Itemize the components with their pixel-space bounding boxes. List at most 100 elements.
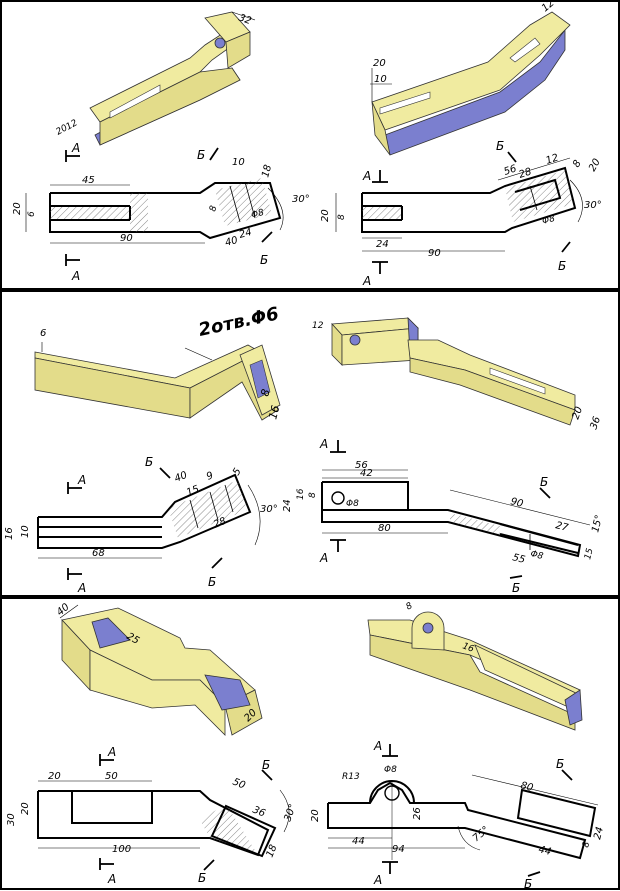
svg-text:30°: 30° bbox=[292, 194, 310, 205]
panel2-drawing-left: 16 10 68 40 15 9 5 28 30° А А Б Б bbox=[4, 455, 278, 595]
svg-text:Б: Б bbox=[145, 455, 153, 469]
panel-1-border bbox=[0, 0, 620, 290]
svg-text:30°: 30° bbox=[584, 200, 602, 211]
panel2-iso-left: 6 2отв.Φ6 8 16 bbox=[34, 303, 283, 421]
svg-text:20: 20 bbox=[373, 58, 386, 69]
svg-text:15: 15 bbox=[185, 484, 201, 499]
svg-text:90: 90 bbox=[120, 233, 133, 244]
panel1-drawing-right: 20 8 24 90 56 28 12 8 20 Φ8 30° А А Б Б bbox=[320, 139, 603, 288]
svg-text:80: 80 bbox=[519, 780, 534, 794]
svg-text:90: 90 bbox=[428, 248, 441, 259]
svg-text:А: А bbox=[373, 873, 382, 887]
svg-text:40: 40 bbox=[173, 470, 189, 485]
panel1-drawing-left: 45 20 6 90 10 18 8 Φ8 24 40 30° А А Б Б bbox=[12, 141, 310, 283]
svg-text:12: 12 bbox=[545, 152, 561, 166]
svg-text:Б: Б bbox=[208, 575, 216, 589]
svg-text:16: 16 bbox=[4, 527, 15, 540]
svg-text:Φ8: Φ8 bbox=[346, 499, 359, 509]
svg-text:26: 26 bbox=[412, 807, 423, 820]
svg-text:16: 16 bbox=[266, 404, 282, 421]
svg-text:75°: 75° bbox=[471, 824, 492, 844]
svg-text:Φ8: Φ8 bbox=[529, 549, 544, 562]
svg-text:56: 56 bbox=[503, 163, 519, 177]
svg-text:А: А bbox=[77, 473, 86, 487]
svg-text:10: 10 bbox=[374, 74, 387, 85]
svg-text:27: 27 bbox=[554, 520, 570, 534]
svg-text:5: 5 bbox=[231, 466, 244, 477]
svg-text:30°: 30° bbox=[260, 504, 278, 515]
svg-text:28: 28 bbox=[518, 166, 534, 180]
svg-text:8: 8 bbox=[258, 388, 272, 398]
svg-text:24: 24 bbox=[592, 826, 606, 841]
svg-text:20: 20 bbox=[570, 405, 585, 421]
svg-text:15°: 15° bbox=[590, 514, 605, 534]
svg-text:А: А bbox=[362, 169, 371, 183]
svg-text:Φ8: Φ8 bbox=[541, 214, 556, 227]
svg-text:10: 10 bbox=[232, 157, 245, 168]
svg-text:А: А bbox=[107, 872, 116, 886]
svg-text:44: 44 bbox=[352, 836, 365, 847]
svg-text:68: 68 bbox=[92, 548, 105, 559]
svg-text:Б: Б bbox=[198, 871, 206, 885]
svg-text:А: А bbox=[319, 551, 328, 565]
svg-text:40: 40 bbox=[224, 235, 239, 249]
svg-text:А: А bbox=[362, 274, 371, 288]
svg-text:6: 6 bbox=[40, 328, 46, 339]
svg-text:20: 20 bbox=[48, 771, 61, 782]
panel1-iso-left: 32 12 20 bbox=[55, 11, 256, 146]
svg-text:12: 12 bbox=[312, 321, 324, 331]
svg-text:А: А bbox=[71, 141, 80, 155]
svg-text:28: 28 bbox=[212, 516, 228, 531]
svg-text:А: А bbox=[77, 581, 86, 595]
panel3-iso-left: 40 25 20 bbox=[55, 602, 263, 736]
svg-text:8: 8 bbox=[208, 204, 219, 212]
svg-text:Б: Б bbox=[262, 758, 270, 772]
svg-text:10: 10 bbox=[20, 525, 31, 538]
svg-text:Φ8: Φ8 bbox=[384, 765, 397, 775]
svg-text:8: 8 bbox=[571, 158, 584, 169]
svg-text:44: 44 bbox=[537, 844, 552, 858]
panel-3-border bbox=[0, 597, 620, 890]
svg-text:А: А bbox=[319, 437, 328, 451]
svg-text:30: 30 bbox=[6, 813, 17, 826]
svg-text:16: 16 bbox=[461, 641, 475, 654]
svg-text:12: 12 bbox=[540, 0, 557, 14]
svg-text:8: 8 bbox=[581, 840, 592, 848]
svg-text:R13: R13 bbox=[342, 772, 360, 782]
svg-text:15: 15 bbox=[583, 547, 596, 561]
svg-text:24: 24 bbox=[238, 227, 253, 241]
svg-text:50: 50 bbox=[231, 777, 247, 792]
panel3-iso-right: 8 16 bbox=[367, 601, 583, 731]
svg-text:100: 100 bbox=[112, 844, 131, 855]
svg-text:90: 90 bbox=[509, 496, 524, 510]
panel2-iso-right: 12 20 36 bbox=[312, 316, 603, 431]
svg-text:А: А bbox=[71, 269, 80, 283]
svg-text:Φ8: Φ8 bbox=[250, 208, 265, 221]
svg-text:8: 8 bbox=[405, 601, 415, 613]
svg-text:50: 50 bbox=[105, 771, 118, 782]
svg-text:32: 32 bbox=[237, 12, 253, 27]
svg-text:42: 42 bbox=[360, 468, 373, 479]
svg-text:Б: Б bbox=[197, 148, 205, 162]
panel3-drawing-left: 20 50 30 20 100 50 36 18 30° А А Б Б bbox=[6, 745, 299, 886]
svg-text:40: 40 bbox=[55, 602, 72, 619]
svg-text:9: 9 bbox=[205, 470, 215, 483]
svg-text:94: 94 bbox=[392, 844, 405, 855]
svg-text:2отв.Φ6: 2отв.Φ6 bbox=[197, 303, 281, 340]
svg-text:55: 55 bbox=[511, 552, 526, 566]
svg-text:6: 6 bbox=[27, 211, 37, 217]
svg-text:20: 20 bbox=[310, 809, 321, 822]
svg-text:24: 24 bbox=[376, 239, 389, 250]
svg-text:Б: Б bbox=[524, 877, 532, 891]
svg-text:18: 18 bbox=[265, 843, 280, 859]
svg-text:8: 8 bbox=[308, 492, 318, 498]
svg-text:45: 45 bbox=[82, 175, 95, 186]
svg-text:36: 36 bbox=[588, 415, 603, 431]
svg-text:56: 56 bbox=[355, 460, 368, 471]
panel-2-border bbox=[0, 290, 620, 597]
svg-text:20: 20 bbox=[12, 202, 23, 215]
svg-text:Б: Б bbox=[260, 253, 268, 267]
svg-text:20: 20 bbox=[587, 157, 603, 174]
